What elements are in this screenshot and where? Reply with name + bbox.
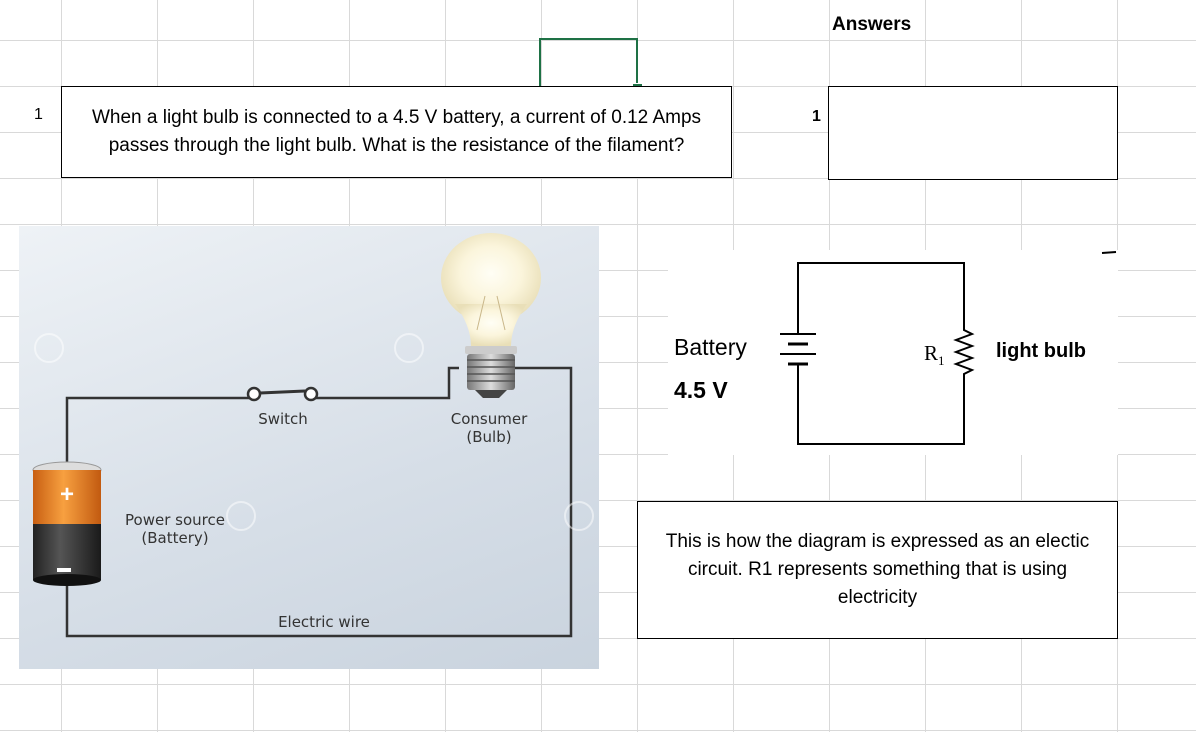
resistor-letter: R (924, 341, 939, 365)
electric-wire-label: Electric wire (278, 613, 370, 631)
question-number: 1 (34, 106, 43, 123)
answers-header: Answers (832, 14, 912, 35)
question-text-box[interactable]: When a light bulb is connected to a 4.5 … (61, 86, 732, 178)
voltage-label: 4.5 V (674, 377, 728, 403)
stray-line (1101, 251, 1117, 254)
watermark-icon (34, 333, 594, 531)
battery-label: Battery (674, 334, 747, 360)
answer-number: 1 (812, 108, 821, 125)
power-source-label: Power source (Battery) (125, 511, 225, 547)
wire-to-bulb (307, 366, 459, 400)
battery-icon: + (32, 461, 102, 586)
switch-label: Switch (258, 410, 308, 428)
consumer-label: Consumer (Bulb) (450, 410, 528, 446)
circuit-schematic[interactable]: Battery 4.5 V R1 light bulb (668, 250, 1118, 455)
selected-cell[interactable] (539, 38, 638, 88)
battery-symbol-icon (780, 328, 816, 374)
wire-top-left (65, 396, 249, 481)
explanation-note-text: This is how the diagram is expressed as … (665, 531, 1090, 608)
resistor-symbol-icon (953, 324, 975, 376)
resistor-subscript: 1 (938, 353, 945, 369)
svg-text:+: + (60, 481, 74, 508)
resistor-label: R1 (924, 341, 945, 369)
switch-icon (246, 386, 319, 402)
schematic-wire-bottom (797, 374, 965, 445)
explanation-note-box[interactable]: This is how the diagram is expressed as … (637, 501, 1118, 639)
question-text: When a light bulb is connected to a 4.5 … (91, 107, 702, 156)
circuit-illustration[interactable]: + Switch Consumer (Bulb) Power source (B… (19, 226, 599, 669)
schematic-wire-top (797, 262, 965, 328)
light-bulb-label: light bulb (996, 340, 1086, 362)
answer-box[interactable] (828, 86, 1118, 180)
wire-bottom (65, 366, 573, 638)
light-bulb-icon (441, 233, 541, 398)
